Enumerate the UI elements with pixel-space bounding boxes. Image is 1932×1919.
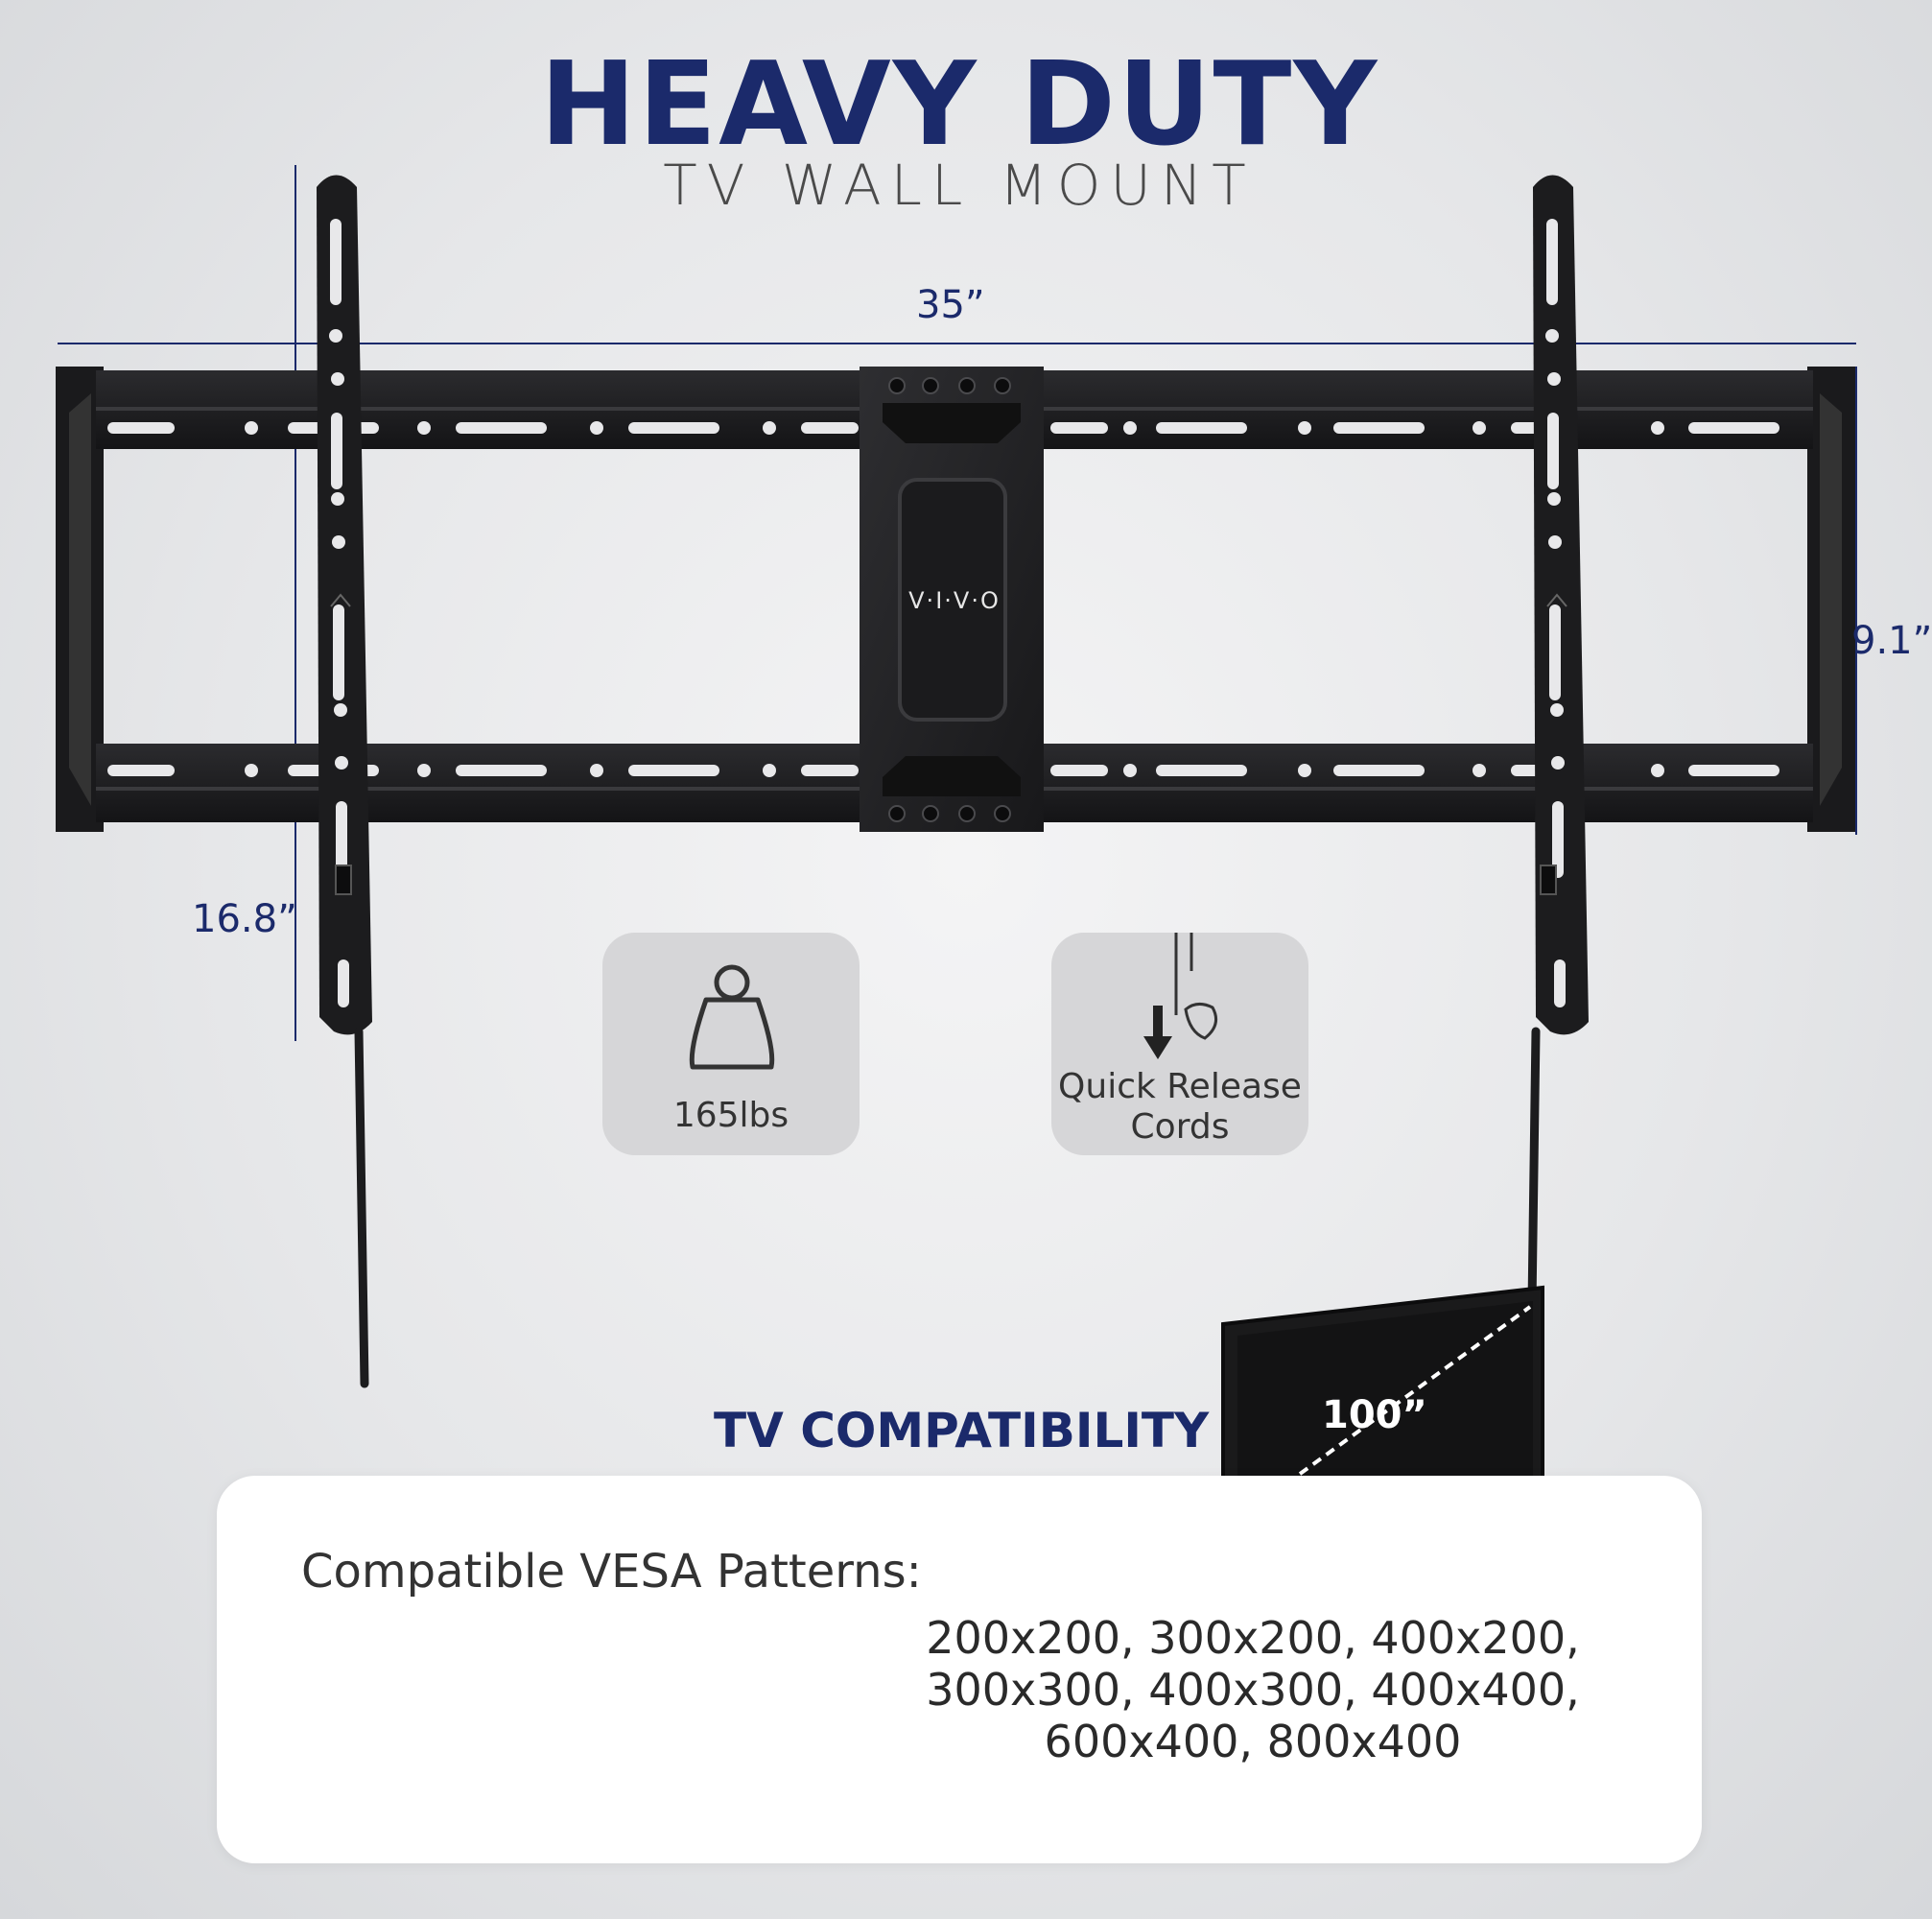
weight-capacity-card: 165lbs [602,933,860,1155]
left-release-cord [354,1027,369,1388]
vesa-pattern-line: 600x400, 800x400 [1044,1716,1462,1767]
quick-release-card: Quick Release Cords [1051,933,1308,1155]
weight-icon [689,964,775,1070]
vesa-pattern-list: 200x200, 300x200, 400x200, 300x300, 400x… [907,1612,1598,1767]
vivo-logo: V·I·V·O [908,587,1001,614]
page-subtitle: TV WALL MOUNT [663,153,1256,218]
right-release-cord [1527,1027,1541,1310]
tv-compatibility-heading: TV COMPATIBILITY [714,1403,1210,1458]
max-tv-size-label: 100” [1322,1393,1427,1437]
width-dimension-label: 35” [916,283,985,327]
left-end-cap [56,367,104,832]
compatibility-panel: Compatible VESA Patterns: 200x200, 300x2… [217,1476,1702,1863]
vesa-pattern-line: 200x200, 300x200, 400x200, [926,1612,1580,1664]
quick-release-label: Quick Release Cords [1058,1067,1302,1147]
vesa-pattern-line: 300x300, 400x300, 400x400, [926,1664,1580,1716]
rail-slots [107,421,1779,777]
depth-dimension-label: 9.1” [1851,619,1932,663]
center-plate [860,367,1044,832]
weight-capacity-label: 165lbs [672,1096,789,1135]
vesa-heading: Compatible VESA Patterns: [301,1545,922,1599]
right-vertical-bracket [1527,175,1589,1310]
pull-cord-icon [1143,933,1218,1059]
left-vertical-bracket [317,175,372,1388]
page-title: HEAVY DUTY [539,38,1379,172]
height-dimension-label: 16.8” [192,897,297,941]
right-end-cap [1807,367,1855,832]
